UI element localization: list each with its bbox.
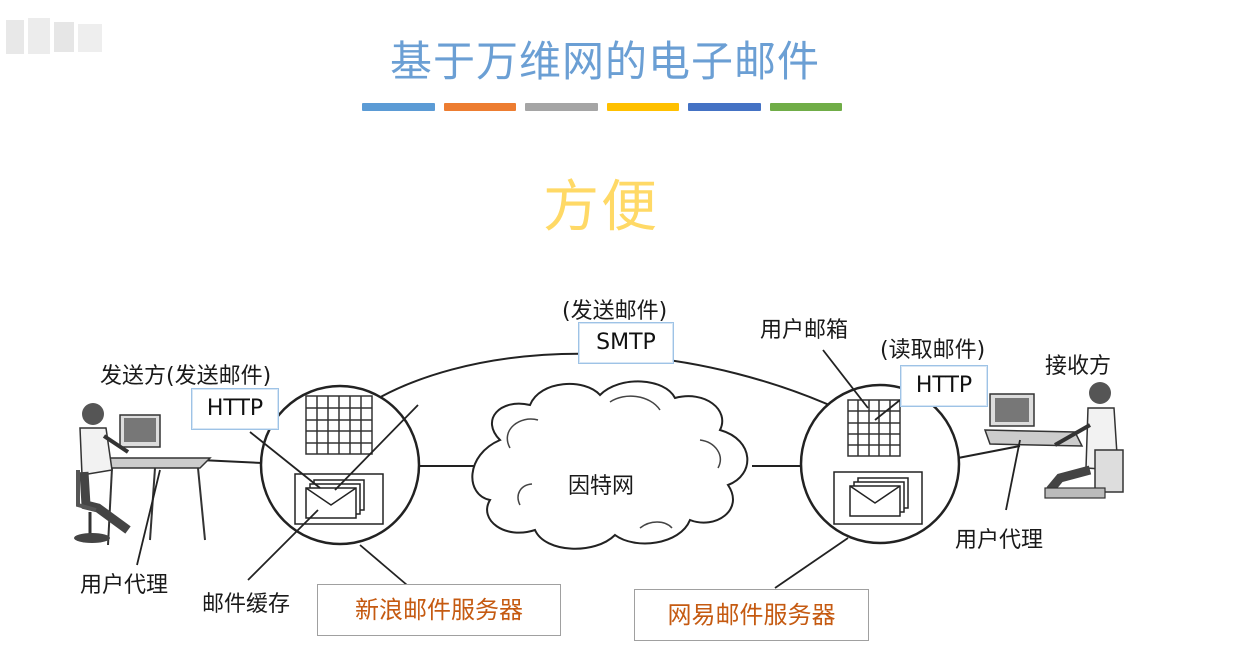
right-mail-server-icon — [799, 383, 961, 545]
receiver-label: 接收方 — [1045, 354, 1112, 379]
left-agent-label: 用户代理 — [80, 573, 169, 598]
receiver-caption: (读取邮件) — [880, 338, 986, 363]
subtitle: 方便 — [543, 175, 659, 240]
sender-http-leader — [249, 431, 321, 489]
smtp-label: SMTP — [578, 322, 674, 364]
left-agent-leader — [136, 469, 161, 566]
sender-link — [199, 459, 263, 464]
receiver-person-icon — [983, 382, 1124, 499]
right-server-leader — [774, 537, 849, 589]
sender-person-icon — [74, 403, 212, 546]
left-mail-server-icon — [259, 384, 421, 546]
color-bar — [362, 103, 435, 111]
right-agent-leader — [1005, 439, 1021, 511]
receiver-link — [957, 445, 1021, 459]
right-server-label: 网易邮件服务器 — [634, 589, 869, 641]
sender-http-label: HTTP — [191, 388, 279, 430]
watermark-logo — [2, 14, 110, 60]
color-bar-strip — [362, 103, 842, 111]
mailbox-label: 用户邮箱 — [760, 318, 849, 343]
color-bar — [525, 103, 598, 111]
receiver-http-leader — [874, 399, 901, 421]
mail-cache-leader — [247, 509, 319, 581]
smtp-leader — [334, 404, 419, 491]
receiver-http-label: HTTP — [900, 365, 988, 407]
mail-cache-label: 邮件缓存 — [202, 592, 291, 617]
smtp-caption: (发送邮件) — [562, 299, 668, 324]
color-bar — [769, 103, 842, 111]
left-server-label: 新浪邮件服务器 — [317, 584, 561, 636]
internet-cloud-icon — [471, 380, 749, 550]
right-agent-label: 用户代理 — [955, 528, 1044, 553]
page-title: 基于万维网的电子邮件 — [389, 37, 820, 86]
mailbox-leader — [822, 349, 869, 409]
color-bar — [688, 103, 761, 111]
color-bar — [606, 103, 679, 111]
color-bar — [443, 103, 516, 111]
left-server-leader — [359, 544, 408, 586]
internet-label: 因特网 — [568, 474, 635, 499]
sender-label: 发送方(发送邮件) — [100, 364, 272, 389]
